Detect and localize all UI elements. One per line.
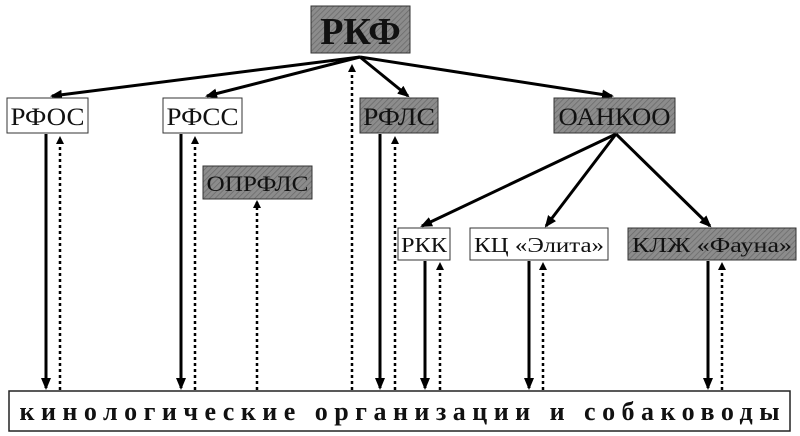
node-label: ОПРФЛС bbox=[207, 171, 309, 196]
node-kc-elita: КЦ «Элита» bbox=[469, 227, 609, 261]
node-label: кинологические организации и собаководы bbox=[20, 397, 780, 426]
node-oprfls: ОПРФЛС bbox=[202, 165, 313, 200]
node-rfss: РФСС bbox=[162, 97, 243, 134]
node-label: РКК bbox=[401, 233, 448, 257]
node-rkf: РКФ bbox=[310, 5, 411, 54]
feedback-arrows bbox=[56, 64, 726, 390]
node-oankoo: ОАНКОО bbox=[553, 97, 676, 134]
node-label: КЦ «Элита» bbox=[474, 233, 604, 257]
node-label: РФЛС bbox=[363, 104, 435, 131]
node-rkk: РКК bbox=[397, 227, 451, 261]
node-klzh-fauna: КЛЖ «Фауна» bbox=[627, 227, 797, 261]
node-rfls: РФЛС bbox=[359, 97, 439, 134]
node-label: КЛЖ «Фауна» bbox=[632, 233, 792, 257]
node-label: ОАНКОО bbox=[559, 104, 671, 131]
node-bottom: кинологические организации и собаководы bbox=[8, 390, 791, 432]
node-label: РФСС bbox=[167, 104, 239, 131]
hierarchy-arrows bbox=[50, 55, 712, 228]
downward-arrows bbox=[41, 134, 713, 390]
node-label: РКФ bbox=[320, 11, 401, 53]
node-rfos: РФОС bbox=[6, 97, 89, 134]
node-label: РФОС bbox=[11, 104, 85, 131]
